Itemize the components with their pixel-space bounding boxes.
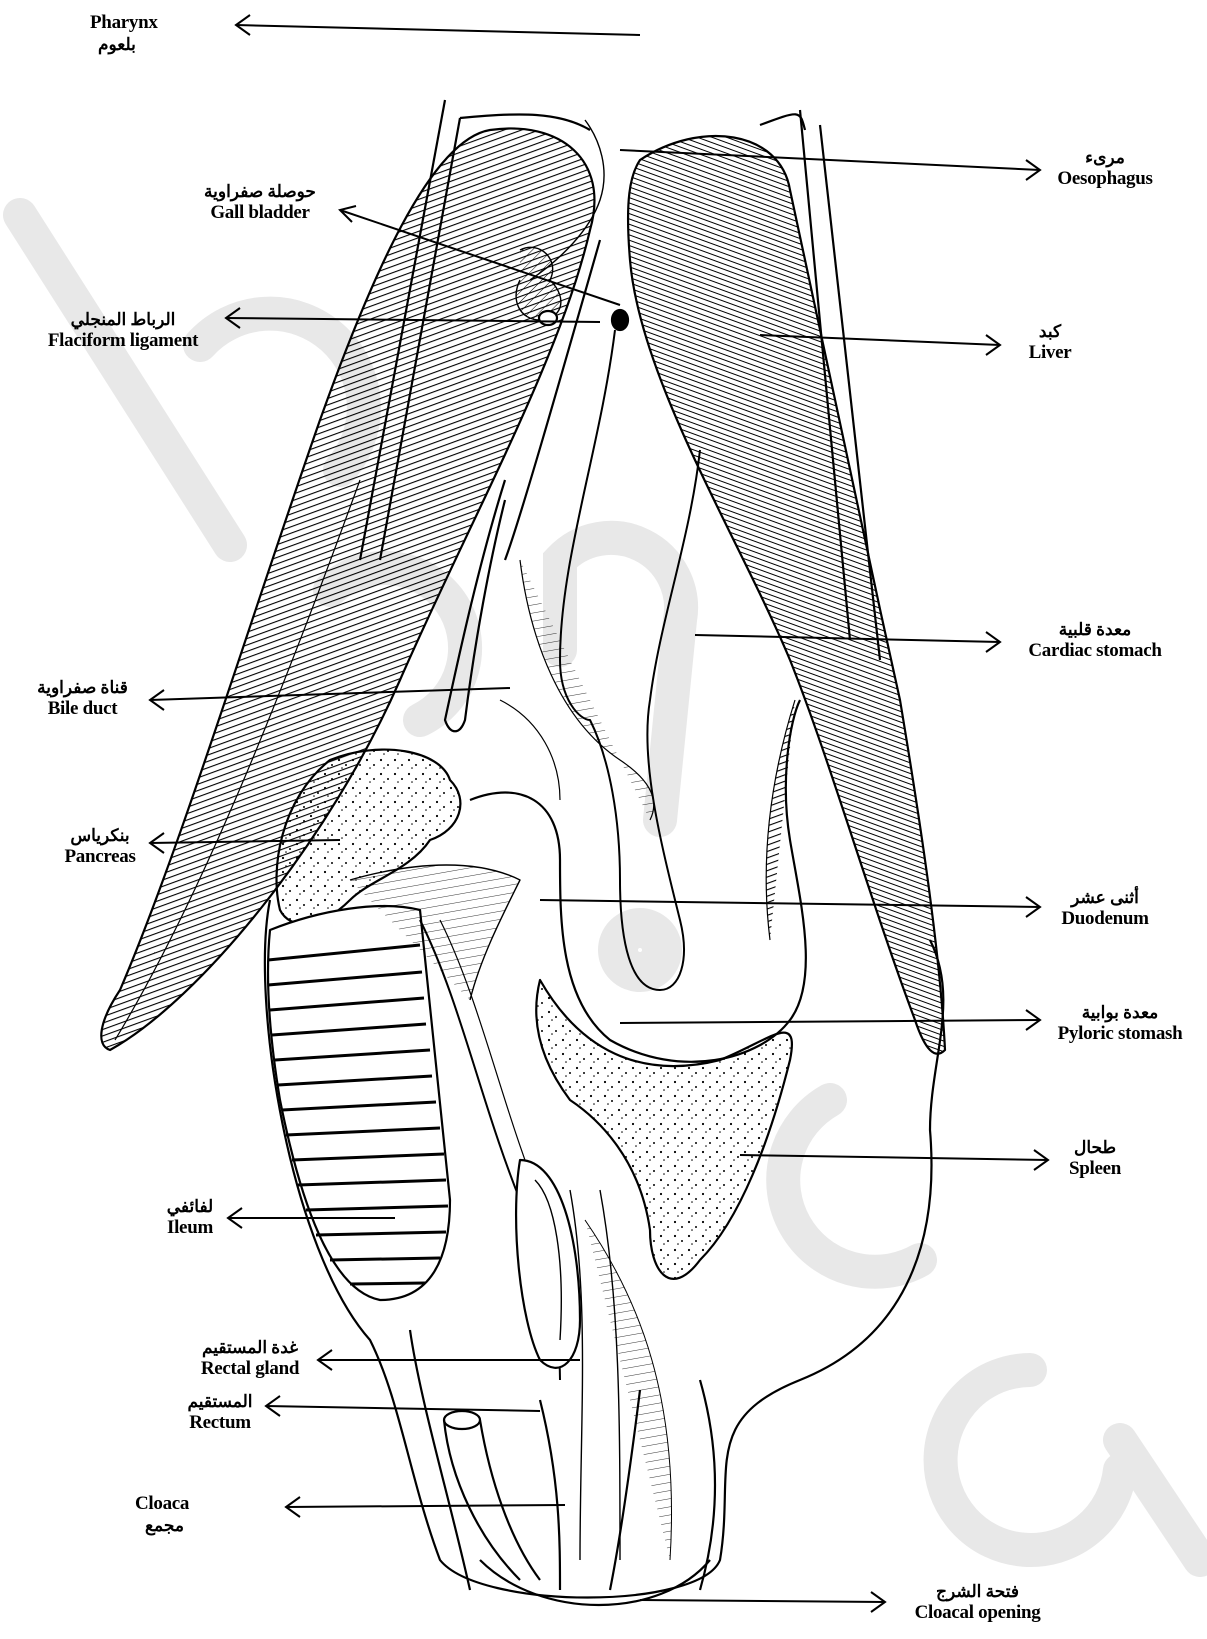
label-bile-duct-en: Bile duct [30,698,135,720]
label-gall-bladder: حوصلة صفراوية Gall bladder [185,182,335,223]
label-spleen-ar: طحال [1055,1138,1135,1158]
label-cloacal-opening: فتحة الشرج Cloacal opening [895,1582,1060,1623]
label-falciform-ar: الرباط المنجلي [28,310,218,330]
label-pancreas-ar: بنكرياس [50,826,150,846]
label-pharynx-ar: بلعوم [98,35,136,54]
label-falciform-ligament: الرباط المنجلي Flaciform ligament [28,310,218,351]
label-oesophagus-ar: مرىء [1045,148,1165,168]
label-duodenum-en: Duodenum [1050,908,1160,930]
label-duodenum: أثنى عشر Duodenum [1050,888,1160,929]
label-cloaca-ar: مجمع [145,1516,184,1535]
label-rectum: المستقيم Rectum [180,1392,260,1433]
label-gall-bladder-ar: حوصلة صفراوية [185,182,335,202]
label-pancreas-en: Pancreas [50,846,150,868]
label-falciform-en: Flaciform ligament [28,330,218,352]
label-spleen: طحال Spleen [1055,1138,1135,1179]
label-rectum-en: Rectum [180,1412,260,1434]
label-pyloric-stomach: معدة بوابية Pyloric stomash [1040,1003,1200,1044]
label-cloacal-opening-en: Cloacal opening [895,1602,1060,1624]
label-cardiac-stomach: معدة قلبية Cardiac stomach [1010,620,1180,661]
label-liver: كبد Liver [1020,322,1080,363]
label-rectum-ar: المستقيم [180,1392,260,1412]
label-spleen-en: Spleen [1055,1158,1135,1180]
label-gall-bladder-en: Gall bladder [185,202,335,224]
label-cloaca: Cloaca مجمع [135,1493,189,1537]
label-cloacal-opening-ar: فتحة الشرج [895,1582,1060,1602]
label-oesophagus: مرىء Oesophagus [1045,148,1165,189]
label-pharynx-en: Pharynx [90,12,158,34]
label-liver-en: Liver [1020,342,1080,364]
label-duodenum-ar: أثنى عشر [1050,888,1160,908]
label-ileum-en: Ileum [155,1217,225,1239]
label-rectal-gland: غدة المستقيم Rectal gland [185,1338,315,1379]
label-pancreas: بنكرياس Pancreas [50,826,150,867]
label-ileum: لفائفي Ileum [155,1197,225,1238]
label-bile-duct: قناة صفراوية Bile duct [30,678,135,719]
label-pyloric-en: Pyloric stomash [1040,1023,1200,1045]
label-bile-duct-ar: قناة صفراوية [30,678,135,698]
label-ileum-ar: لفائفي [155,1197,225,1217]
label-rectal-gland-ar: غدة المستقيم [185,1338,315,1358]
label-cloaca-en: Cloaca [135,1493,189,1515]
label-liver-ar: كبد [1020,322,1080,342]
label-rectal-gland-en: Rectal gland [185,1358,315,1380]
label-pharynx: Pharynx بلعوم [90,12,158,56]
label-pyloric-ar: معدة بوابية [1040,1003,1200,1023]
label-oesophagus-en: Oesophagus [1045,168,1165,190]
label-cardiac-en: Cardiac stomach [1010,640,1180,662]
label-cardiac-ar: معدة قلبية [1010,620,1180,640]
